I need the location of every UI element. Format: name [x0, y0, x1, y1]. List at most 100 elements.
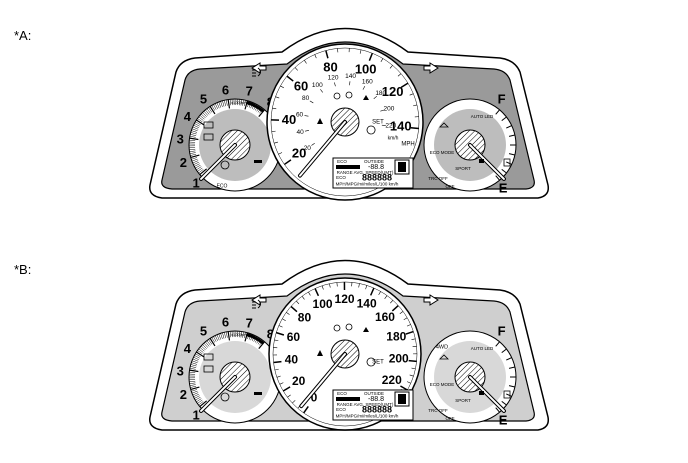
gauge-tick: [314, 54, 317, 59]
speedo-inner-number: 100: [312, 82, 323, 89]
gauge-tick: [191, 158, 198, 162]
gauge-tick: [410, 127, 419, 130]
tach-needle-inner: [200, 376, 236, 412]
turn-right-icon: [423, 62, 439, 74]
headlight-icon: [252, 67, 261, 77]
gauge-tick: [189, 137, 199, 141]
gauge-tick: [224, 100, 226, 107]
gauge-tick: [193, 161, 199, 165]
brake-icon: [220, 392, 230, 402]
indicator-sq: [479, 159, 484, 163]
lcd-range-label: RANGE AVG. SPEED(UMT): [337, 170, 394, 175]
gauge-tick: [191, 128, 198, 132]
gauge-tick: [380, 58, 384, 63]
gauge-tick: [384, 295, 388, 299]
gauge-tick: [304, 115, 309, 117]
gauge-tick: [495, 407, 500, 413]
set-label: SET: [372, 120, 384, 126]
gauge-tick: [189, 371, 196, 373]
tach-number: 1: [192, 175, 199, 190]
gauge-tick: [279, 382, 284, 385]
seatbelt-icon: [363, 95, 369, 100]
gauge-tick: [199, 168, 208, 176]
gauge-tick: [276, 331, 285, 336]
gauge-tick: [189, 380, 196, 383]
gauge-tick: [189, 369, 199, 373]
fuel-empty-label: E: [499, 180, 508, 195]
gauge-tick: [191, 362, 198, 365]
gauge-tick: [225, 331, 228, 338]
gauge-tick: [189, 382, 196, 384]
speedo-number: 160: [375, 310, 395, 324]
gauge-tick: [287, 394, 291, 398]
gauge-tick: [192, 358, 199, 362]
gauge-tick: [325, 50, 329, 59]
abs-icon: [333, 92, 341, 100]
gauge-tick: [296, 300, 300, 305]
gauge-tick: [206, 108, 211, 114]
gauge-tick: [196, 119, 205, 126]
gauge-tick: [314, 288, 320, 297]
gauge-tick: [321, 285, 324, 290]
gauge-tick: [508, 385, 516, 388]
fuel-empty-label: E: [499, 412, 508, 427]
tach-number: 5: [200, 323, 207, 338]
gauge-tick: [190, 386, 200, 391]
gauge-tick: [238, 331, 241, 338]
gauge-tick: [258, 109, 266, 118]
gauge-tick: [389, 65, 393, 69]
gauge-tick: [218, 101, 222, 108]
speedo-inner-unit: km/h: [388, 135, 399, 141]
gauge-tick: [369, 287, 375, 296]
gauge-tick: [209, 106, 216, 115]
gauge-tick: [278, 152, 283, 155]
tach-number: 7: [246, 315, 253, 330]
tach-number: 5: [200, 91, 207, 106]
gauge-tick: [508, 153, 516, 156]
gauge-tick: [196, 398, 202, 403]
gauge-tick: [303, 405, 309, 414]
gauge-tick: [301, 296, 305, 300]
speedo-number: 20: [292, 146, 306, 161]
gauge-tick: [208, 339, 213, 345]
gauge-tick: [495, 109, 500, 115]
fuel-full-label: F: [498, 323, 506, 338]
gauge-tick: [197, 350, 203, 355]
gauge-tick: [214, 335, 218, 342]
gauge-tick: [411, 338, 416, 340]
lcd-eco-small: ECO: [336, 407, 346, 412]
indicator-sq: [479, 391, 484, 395]
gauge-tick: [211, 337, 215, 343]
trc-off-label: TRC OFF: [428, 408, 448, 413]
speedo-inner-number: 200: [384, 105, 395, 112]
speedo-inner-number: 180: [375, 90, 386, 97]
gauge-tick: [209, 338, 216, 347]
gauge-tick: [190, 385, 197, 388]
gauge-tick: [190, 364, 197, 367]
tach-number: 6: [222, 314, 229, 329]
gauge-tick: [406, 324, 411, 327]
tach-number: 4: [184, 109, 192, 124]
auto-led-label: AUTO LED: [471, 114, 494, 119]
gauge-tick: [198, 116, 204, 121]
gauge-tick: [309, 100, 314, 104]
seatbelt-icon: [363, 327, 369, 332]
gauge-tick: [214, 103, 218, 110]
gauge-tick: [238, 99, 241, 106]
gauge-tick: [199, 347, 205, 352]
gauge-tick: [272, 107, 277, 110]
panel-a-label: *A:: [14, 28, 32, 43]
brake-warning-icon: [345, 91, 353, 99]
gauge-tick: [195, 164, 201, 169]
gauge-tick: [403, 317, 408, 321]
gauge-tick: [197, 167, 203, 172]
gauge-tick: [280, 85, 285, 89]
battery-icon: [203, 133, 214, 141]
gauge-tick: [195, 353, 201, 357]
speedo-number: 180: [386, 329, 406, 343]
tach-number: 8: [267, 326, 274, 341]
gauge-tick: [200, 113, 206, 119]
gauge-tick: [192, 126, 199, 130]
engine-check-icon: [203, 121, 214, 129]
lcd-eco-label: ECO: [337, 159, 347, 164]
